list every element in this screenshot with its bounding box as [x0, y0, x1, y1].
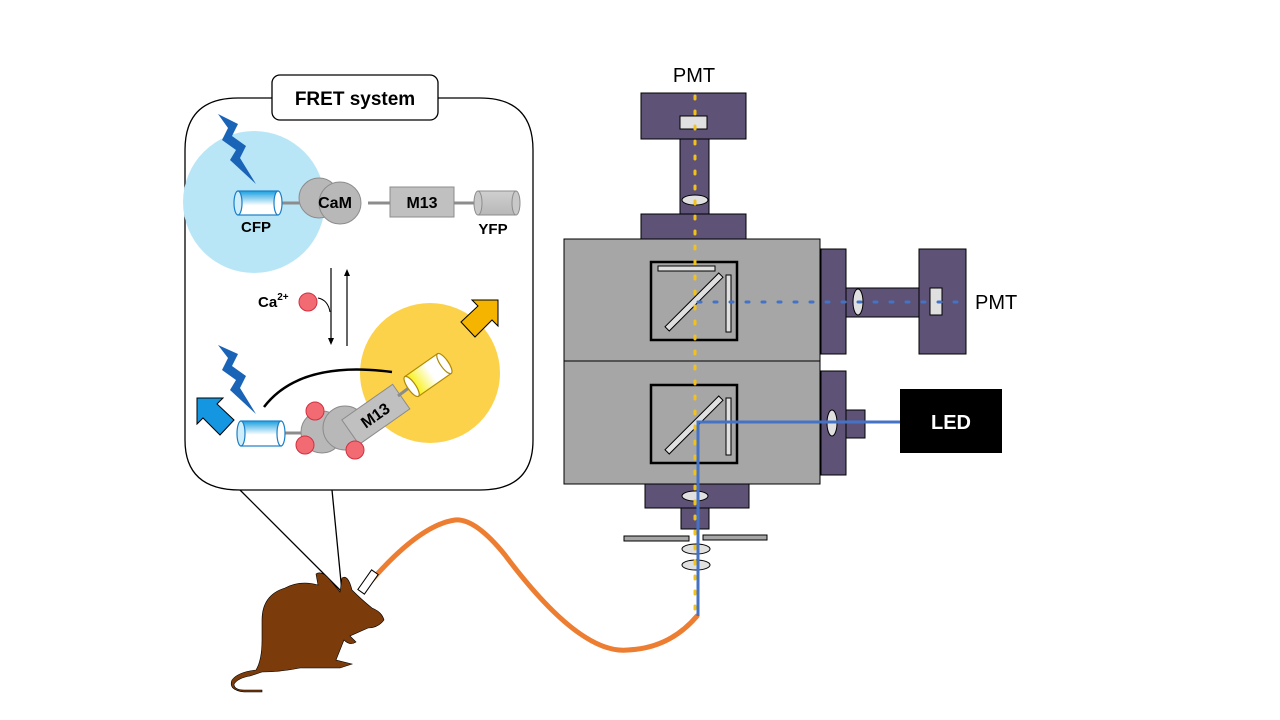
fret-title: FRET system: [295, 89, 415, 110]
photometry-rig: PMT PMT LED: [563, 65, 1017, 616]
m13-peptide-bound: M13: [341, 383, 411, 446]
fiber-ferrule: [357, 569, 379, 595]
bound-calcium-ion-icon: [305, 401, 325, 421]
yfp-barrel-bound-icon: [403, 352, 453, 398]
calcium-equilibrium: Ca2+: [258, 268, 350, 346]
side-pmt-label: PMT: [975, 292, 1017, 314]
yfp-label: YFP: [478, 221, 507, 238]
optical-fiber: [369, 517, 700, 653]
fret-bound-state: M13: [196, 299, 500, 460]
led-label: LED: [931, 412, 971, 434]
led-collimator: [845, 409, 866, 439]
cam-label: CaM: [318, 195, 352, 212]
aperture-right: [702, 534, 768, 541]
calmodulin-icon: [298, 177, 362, 225]
calcium-binding-curve: [317, 297, 331, 313]
yfp-emission-arrow-icon: [460, 299, 499, 338]
cfp-label: CFP: [241, 219, 271, 236]
lower-excitation-filter: [725, 397, 732, 456]
top-pmt-label: PMT: [673, 65, 715, 87]
fret-open-state: CFP CaM M13 YFP: [183, 114, 521, 273]
reverse-arrowhead-icon: [344, 269, 350, 276]
cfp-barrel-icon: [233, 190, 283, 216]
bound-calcium-ion-icon: [345, 440, 365, 460]
led-source: [900, 389, 1002, 453]
bound-calcium-ion-icon: [295, 435, 315, 455]
m13-label: M13: [406, 195, 437, 212]
mouse-silhouette: [230, 572, 385, 693]
excitation-path: [696, 420, 900, 616]
calcium-label: Ca2+: [258, 292, 289, 311]
m13-peptide: [389, 186, 455, 218]
cfp-emission-arrow-icon: [196, 397, 235, 436]
excitation-bolt-icon: [218, 114, 256, 184]
aperture-left: [623, 535, 690, 542]
upper-emission-filter: [657, 265, 716, 272]
yfp-barrel-icon: [473, 190, 521, 216]
fret-title-box: [271, 74, 439, 121]
cfp-barrel-icon: [236, 420, 286, 447]
upper-dichroic-mirror: [664, 272, 724, 332]
energy-transfer-curve: [263, 368, 393, 408]
calcium-ion-icon: [298, 292, 318, 312]
forward-arrowhead-icon: [328, 338, 334, 345]
excitation-bolt-icon: [218, 345, 256, 414]
